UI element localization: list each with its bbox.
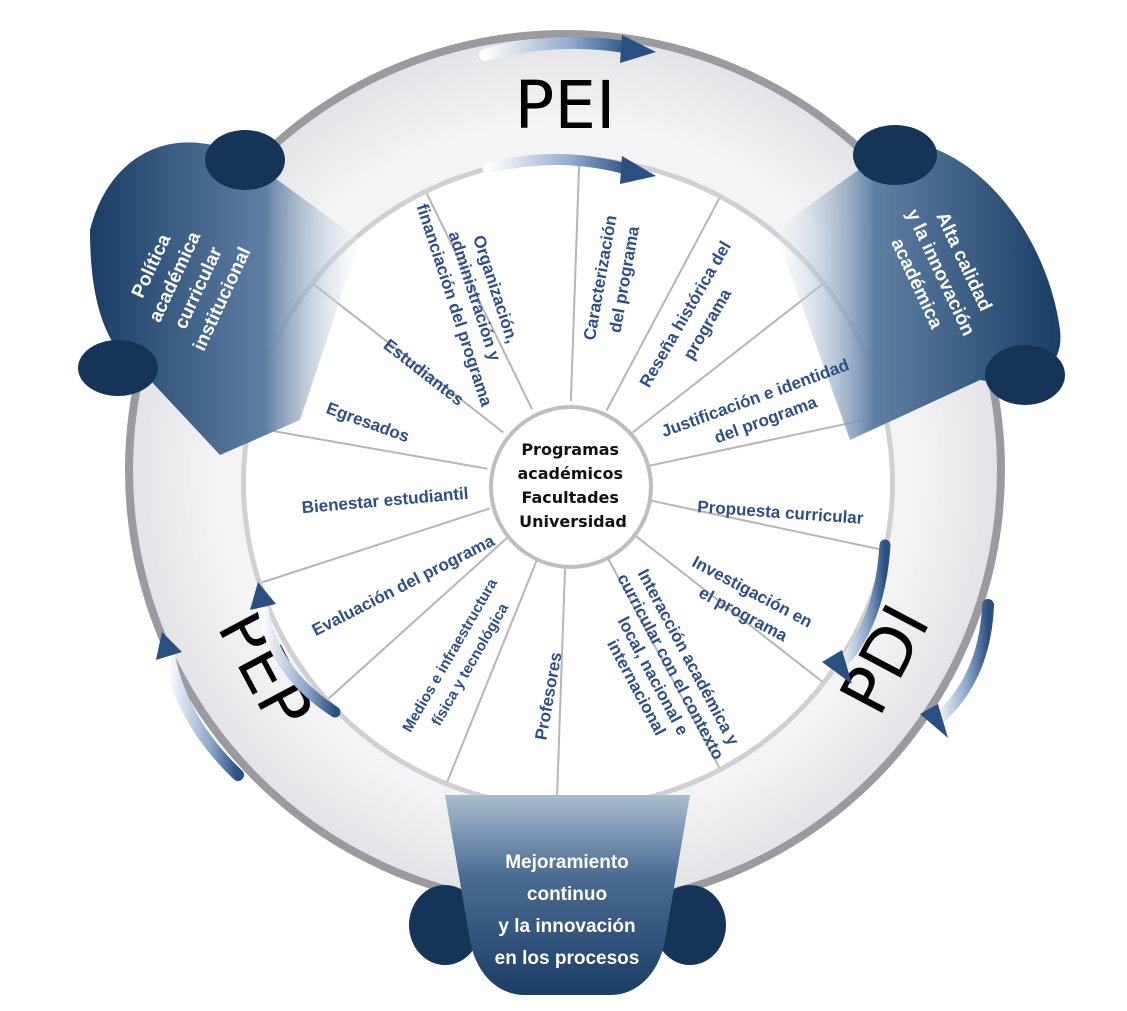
wheel-divider <box>261 507 491 584</box>
right-banner-curl-top <box>853 125 937 185</box>
center-line: académicos <box>517 464 623 483</box>
center-label: Programas académicos Facultades Universi… <box>517 440 628 531</box>
banner-text-line: continuo <box>527 884 607 905</box>
wheel-divider <box>605 554 721 768</box>
right-banner: Alta calidady la innovaciónacadémica <box>775 125 1065 440</box>
bottom-banner-curl-left <box>409 885 481 965</box>
left-banner-curl-top <box>205 130 285 190</box>
arrow-left-inner <box>250 582 341 718</box>
arrow-top-inner <box>482 153 656 184</box>
wheel-divider <box>328 537 508 700</box>
arrow-left-outer <box>156 632 244 781</box>
banner-text-line: Mejoramiento <box>505 852 629 873</box>
banner-text-line: y la innovación <box>498 916 635 937</box>
center-line: Programas <box>521 440 619 459</box>
wheel-divider <box>648 499 884 551</box>
wheel-divider <box>425 193 533 410</box>
center-circle <box>493 409 649 565</box>
wheel-divider <box>632 283 823 434</box>
wheel-divider <box>648 415 884 467</box>
wheel-divider <box>632 532 823 683</box>
center-line: Facultades <box>522 488 619 507</box>
pei-label: PEI <box>515 67 616 144</box>
center-line: Universidad <box>519 512 627 531</box>
banner-text-line: en los procesos <box>495 948 640 969</box>
right-banner-curl-bottom <box>985 345 1065 405</box>
wheel-divider <box>555 564 567 805</box>
arrow-right-inner <box>822 539 891 684</box>
wheel-divider <box>605 198 721 412</box>
arrow-right-outer <box>920 599 994 738</box>
bottom-banner-curl-right <box>654 885 726 965</box>
left-banner: Políticaacadémicacurricularinstitucional <box>78 130 360 455</box>
left-banner-curl-bottom <box>78 340 158 396</box>
left-banner-body <box>90 142 360 455</box>
bottom-banner: Mejoramiento continuo y la innovación en lo… <box>409 795 726 995</box>
wheel-divider <box>569 161 581 402</box>
wheel-divider <box>446 558 539 782</box>
bottom-banner-body <box>445 795 690 995</box>
wheel-divider <box>250 426 488 470</box>
wheel-dividers <box>250 161 884 805</box>
arrow-top-outer <box>479 35 656 63</box>
wheel-divider <box>313 283 504 434</box>
bottom-banner-text: Mejoramiento continuo y la innovación en lo… <box>495 852 640 969</box>
